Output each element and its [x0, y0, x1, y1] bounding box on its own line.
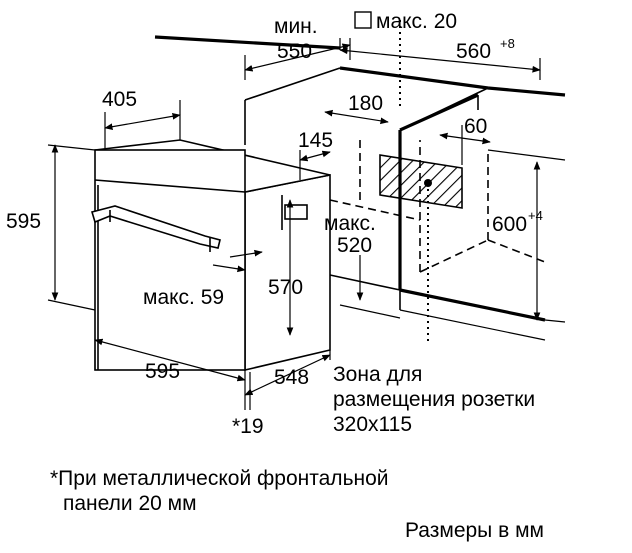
top-panel-front: [339, 66, 489, 90]
oven: [90, 139, 331, 372]
footnote-line-1: *При металлической фронтальной: [50, 467, 389, 490]
oven-front: [94, 149, 246, 371]
label-60: 60: [464, 115, 487, 138]
socket-zone-caption: Зона для размещения розетки 320x115: [333, 362, 535, 437]
label-548: 548: [274, 366, 309, 389]
label-560-sup: +8: [500, 36, 515, 51]
dim-180: [324, 109, 389, 125]
ext-line-600-bottom: [544, 319, 566, 323]
oven-handle: [90, 205, 221, 249]
dim-560: [339, 47, 541, 73]
countertop-left-edge: [154, 35, 341, 50]
control-panel-line: [94, 179, 246, 193]
socket-zone: [379, 20, 463, 345]
dim-548: [244, 354, 331, 396]
back-dash-2: [419, 239, 489, 273]
footnote-line-2: панели 20 мм: [63, 492, 197, 515]
niche-floor-left: [329, 274, 401, 291]
back-dash-6: [329, 199, 421, 221]
niche-floor-right: [399, 288, 546, 322]
label-max: макс.: [324, 212, 376, 235]
label-405: 405: [102, 88, 137, 111]
label-600: 600: [492, 213, 527, 236]
socket-zone-line-3: 320x115: [333, 413, 413, 436]
label-145: 145: [298, 129, 333, 152]
niche-right-top: [399, 93, 479, 132]
dim-595-width: [94, 338, 246, 382]
top-panel-left: [244, 67, 341, 101]
label-max-20: макс. 20: [376, 10, 457, 33]
label-550: 550: [277, 40, 312, 63]
ext-line-600-top: [487, 149, 566, 161]
label-star-19: *19: [232, 415, 264, 438]
ext-520: [339, 304, 401, 319]
footnote: *При металлической фронтальной панели 20…: [50, 466, 389, 516]
label-560: 560: [456, 40, 491, 63]
countertop-right-edge: [487, 86, 566, 97]
mounting-bracket: [284, 204, 308, 220]
dimension-labels: мин. 550 макс. 20 560 +8 405 180 145 60 …: [6, 10, 543, 438]
dim-405: [104, 112, 181, 131]
dimension-lines: [47, 38, 541, 410]
label-min: мин.: [274, 15, 318, 38]
back-dash-5: [487, 239, 546, 263]
label-595-width: 595: [145, 360, 180, 383]
label-max-59: макс. 59: [143, 286, 224, 309]
label-180: 180: [348, 92, 383, 115]
dim-145: [299, 150, 331, 162]
ext-line-floor: [399, 309, 546, 341]
socket-zone-line-1: Зона для: [333, 363, 423, 386]
dim-60: [439, 132, 491, 145]
dim-59-b: [212, 264, 246, 273]
dim-550: [244, 43, 351, 72]
units-note: Размеры в мм: [405, 519, 544, 542]
socket-zone-hatch: [379, 154, 463, 209]
label-600-sup: +4: [528, 208, 543, 223]
socket-zone-line-2: размещения розетки: [333, 388, 536, 411]
square-symbol: [354, 11, 372, 29]
label-570: 570: [268, 276, 303, 299]
dim-59-a: [229, 249, 263, 258]
label-595-height: 595: [6, 210, 41, 233]
label-520: 520: [337, 234, 372, 257]
ext-595h-bottom: [47, 299, 96, 311]
